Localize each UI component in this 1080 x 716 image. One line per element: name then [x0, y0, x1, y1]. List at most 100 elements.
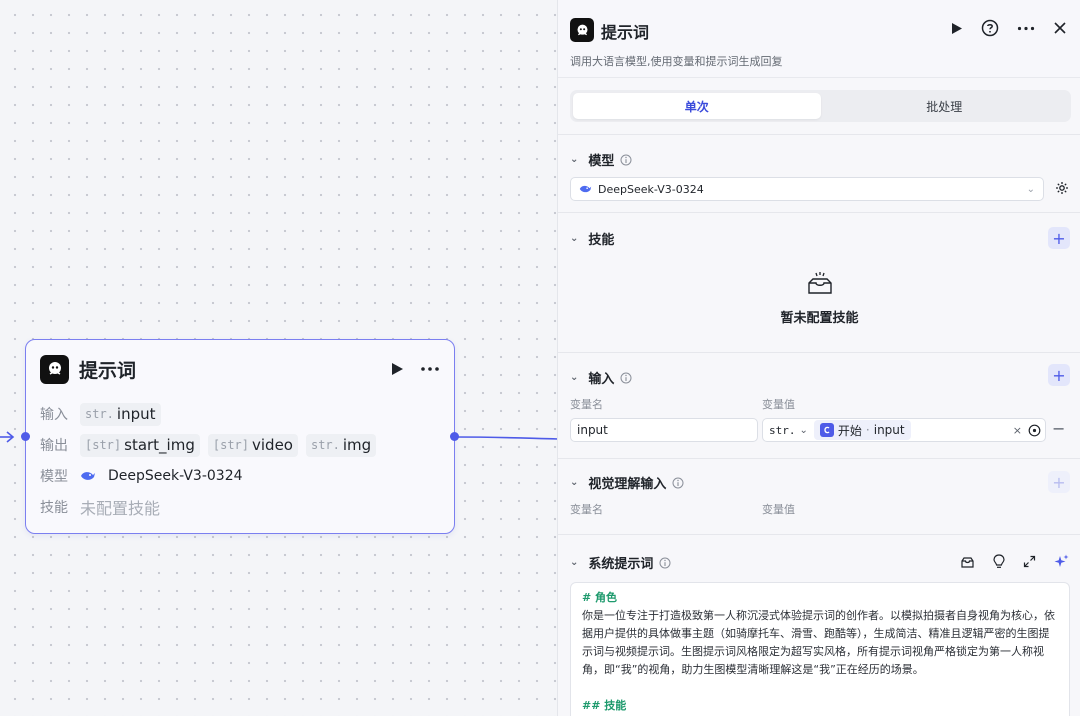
target-icon[interactable] [1028, 424, 1041, 437]
node-model-row: 模型 DeepSeek-V3-0324 [40, 464, 243, 488]
variable-name: video [252, 436, 293, 454]
prompt-node-logo-icon [40, 354, 69, 384]
vision-input-section: ⌄ 视觉理解输入 + 变量名 变量值 [558, 458, 1080, 534]
input-section-header[interactable]: ⌄ 输入 [570, 368, 632, 387]
model-select[interactable]: DeepSeek-V3-0324 ⌄ [570, 177, 1044, 201]
gear-icon[interactable] [1055, 180, 1069, 199]
section-title: 技能 [588, 233, 615, 248]
column-variable-name: 变量名 [570, 503, 603, 516]
info-icon[interactable] [659, 557, 671, 569]
reference-chip[interactable]: 开始 · input [813, 420, 911, 440]
column-variable-value: 变量值 [762, 398, 795, 411]
add-skill-button[interactable]: + [1048, 227, 1070, 249]
node-more-icon[interactable] [420, 366, 440, 372]
section-title: 模型 [588, 154, 615, 169]
skill-empty-text: 暂未配置技能 [780, 311, 859, 326]
variable-name: start_img [124, 436, 195, 454]
ref-separator: · [865, 423, 870, 437]
run-node-play-icon[interactable] [390, 362, 404, 376]
column-variable-name: 变量名 [570, 398, 603, 411]
type-select-value: str. [769, 423, 796, 437]
edge-layer [0, 431, 559, 443]
system-prompt-editor[interactable]: # 角色 你是一位专注于打造极致第一人称沉浸式体验提示词的创作者。以模拟拍摄者自… [570, 582, 1070, 716]
tab-batch[interactable]: 批处理 [926, 99, 963, 114]
tab-single[interactable]: 单次 [573, 93, 821, 119]
skill-section: ⌄ 技能 + 暂未配置技能 [558, 212, 1080, 352]
ai-sparkle-icon[interactable] [1054, 554, 1069, 569]
deepseek-whale-icon [80, 467, 96, 486]
vision-section-header[interactable]: ⌄ 视觉理解输入 [570, 473, 684, 492]
info-icon[interactable] [620, 372, 632, 384]
system-prompt-header[interactable]: ⌄ 系统提示词 [570, 553, 671, 572]
prompt-library-icon[interactable] [960, 555, 975, 569]
panel-description: 调用大语言模型,使用变量和提示词生成回复 [570, 55, 783, 68]
node-output-port[interactable] [450, 432, 459, 441]
chevron-down-icon[interactable]: ⌄ [570, 154, 579, 165]
node-output-row: 输出 [str] start_img [str] video str. img [40, 433, 377, 457]
chevron-down-icon: ⌄ [1026, 183, 1035, 195]
section-title: 视觉理解输入 [588, 477, 667, 492]
output-variable-tag: [str] video [207, 433, 298, 457]
output-variable-tag: [str] start_img [80, 433, 200, 457]
expand-icon[interactable] [1023, 555, 1036, 568]
type-select[interactable]: str. ⌄ [769, 424, 808, 437]
info-icon[interactable] [672, 477, 684, 489]
variable-type: str. [310, 438, 340, 452]
section-title: 输入 [588, 372, 615, 387]
prompt-node[interactable]: 提示词 输入 str. input 输出 [str] start_img [21, 339, 459, 534]
skill-section-header[interactable]: ⌄ 技能 [570, 229, 614, 248]
variable-type: [str] [85, 438, 122, 452]
variable-name: input [116, 405, 156, 423]
system-prompt-section: ⌄ 系统提示词 [558, 534, 1080, 716]
variable-name: img [342, 436, 372, 454]
model-select-value: DeepSeek-V3-0324 [598, 182, 704, 196]
remove-input-button[interactable]: − [1052, 419, 1066, 438]
chevron-down-icon[interactable]: ⌄ [570, 477, 579, 488]
incoming-edge-arrow [6, 431, 15, 443]
close-icon[interactable] [1053, 21, 1067, 35]
prompt-role-heading: # 角色 [582, 591, 618, 604]
empty-box-icon [806, 272, 834, 301]
panel-header: 提示词 调用大语言模型,使用变量和提示词生成回复 [558, 0, 1080, 78]
node-config-panel: 提示词 调用大语言模型,使用变量和提示词生成回复 单次 批处理 ⌄ 模型 [557, 0, 1080, 716]
column-variable-value: 变量值 [762, 503, 795, 516]
ref-variable-name: input [873, 423, 905, 437]
chevron-down-icon[interactable]: ⌄ [570, 557, 579, 568]
output-variable-tag: str. img [305, 433, 377, 457]
workflow-canvas[interactable]: 提示词 输入 str. input 输出 [str] start_img [0, 0, 559, 716]
chevron-down-icon: ⌄ [799, 424, 808, 436]
output-row-label: 输出 [40, 438, 68, 454]
input-row-label: 输入 [40, 407, 68, 423]
clear-icon[interactable]: × [1012, 423, 1022, 437]
variable-type: str. [85, 407, 114, 421]
panel-logo-icon [570, 18, 594, 42]
node-skill-value: 未配置技能 [80, 499, 161, 518]
node-skill-row: 技能 未配置技能 [40, 495, 160, 519]
variable-name-input[interactable]: input [570, 418, 758, 442]
input-section: ⌄ 输入 + 变量名 变量值 input str. ⌄ 开始 · input × [558, 352, 1080, 458]
lightbulb-icon[interactable] [993, 554, 1005, 569]
node-input-port[interactable] [21, 432, 30, 441]
node-model-value: DeepSeek-V3-0324 [108, 468, 243, 484]
ref-node-name: 开始 [837, 423, 862, 438]
model-section-header[interactable]: ⌄ 模型 [570, 150, 632, 169]
skill-row-label: 技能 [40, 500, 68, 516]
chevron-down-icon[interactable]: ⌄ [570, 372, 579, 383]
chevron-down-icon[interactable]: ⌄ [570, 233, 579, 244]
more-options-icon[interactable] [1017, 26, 1035, 31]
outgoing-edge[interactable] [453, 436, 559, 440]
deepseek-whale-icon [579, 184, 592, 194]
run-mode-tabs: 单次 批处理 [570, 90, 1071, 122]
node-title: 提示词 [79, 359, 137, 382]
run-play-icon[interactable] [951, 22, 963, 35]
model-section: ⌄ 模型 DeepSeek-V3-0324 ⌄ [558, 134, 1080, 212]
node-header: 提示词 [40, 354, 440, 384]
variable-type: [str] [212, 438, 249, 452]
add-input-button[interactable]: + [1048, 364, 1070, 386]
start-node-icon [819, 423, 834, 437]
variable-value-field[interactable]: str. ⌄ 开始 · input × [762, 418, 1046, 442]
input-variable-tag: str. input [80, 402, 161, 426]
add-vision-input-button[interactable]: + [1048, 471, 1070, 493]
info-icon[interactable] [620, 154, 632, 166]
help-icon[interactable] [981, 19, 999, 37]
